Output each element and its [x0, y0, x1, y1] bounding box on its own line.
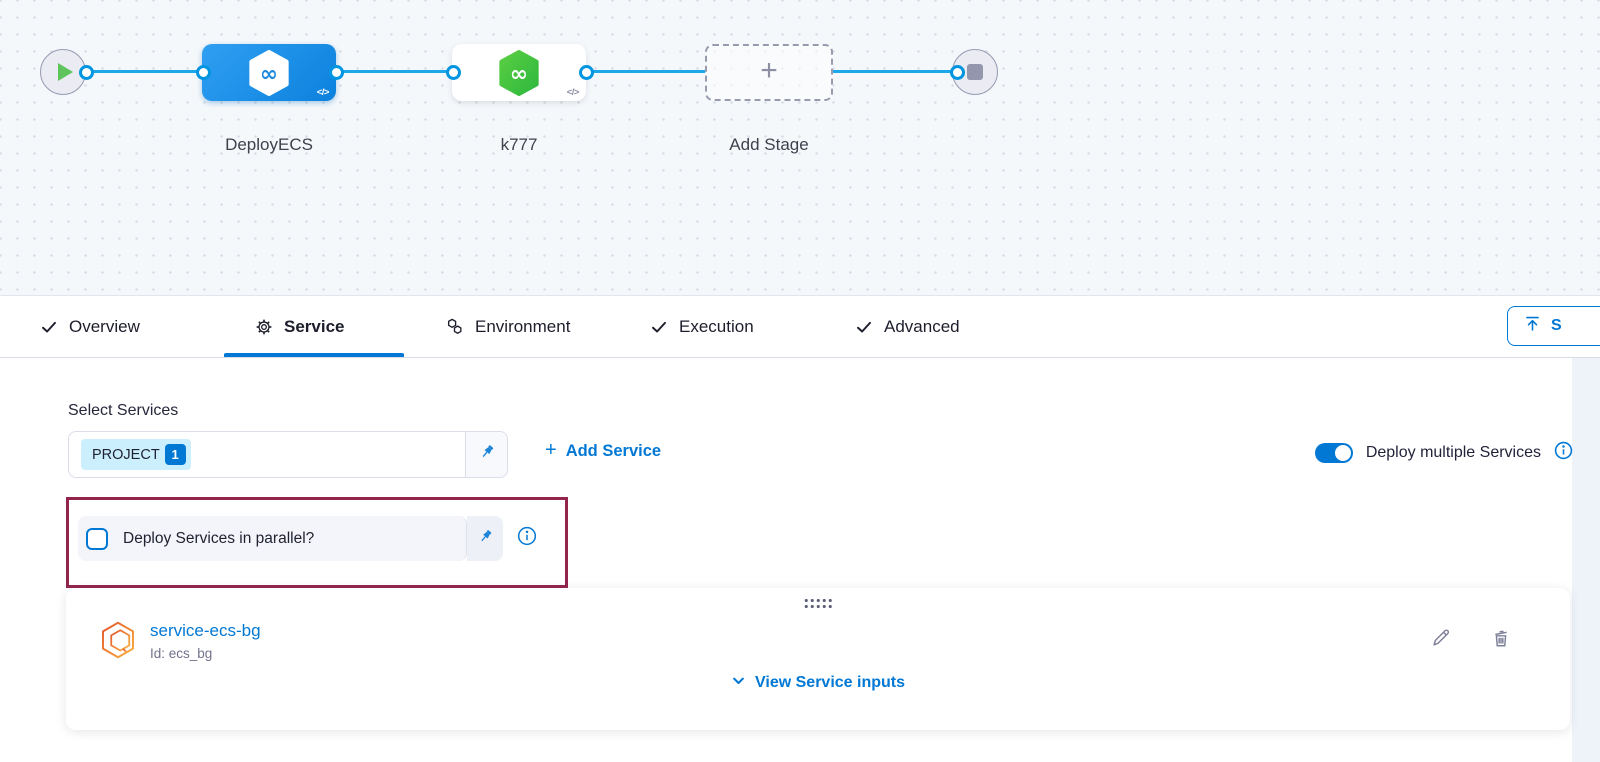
deploy-parallel-checkbox[interactable]	[86, 527, 108, 550]
connector-port[interactable]	[579, 65, 594, 80]
project-tag-count-badge: 1	[164, 444, 186, 465]
upload-icon	[1523, 314, 1542, 338]
flow-line	[832, 70, 958, 73]
delete-service-button[interactable]	[1490, 627, 1512, 654]
plus-icon: +	[545, 439, 557, 461]
connector-port[interactable]	[950, 65, 965, 80]
connector-port[interactable]	[196, 65, 211, 80]
add-stage-label: Add Stage	[729, 135, 809, 154]
environment-icon	[445, 317, 464, 336]
stage-label-k777: k777	[500, 135, 538, 154]
deploy-multiple-row: Deploy multiple Services	[1314, 441, 1573, 465]
deploy-parallel-row: Deploy Services in parallel?	[78, 516, 503, 561]
pipeline-canvas: ∞ </> ∞ </> +	[0, 0, 1600, 296]
check-icon	[855, 318, 873, 336]
add-stage-button[interactable]: +	[705, 44, 833, 101]
chevron-down-icon	[731, 673, 746, 693]
tab-execution[interactable]: Execution	[650, 296, 754, 357]
service-tab-panel: Select Services PROJECT 1 + Add Service	[0, 358, 1600, 762]
active-tab-indicator	[224, 353, 404, 357]
harness-stage-icon: ∞	[248, 49, 290, 96]
tab-advanced[interactable]: Advanced	[855, 296, 960, 357]
stage-tabbar: Overview Service Environment	[0, 296, 1600, 358]
stop-icon	[967, 64, 983, 80]
info-icon[interactable]	[1554, 441, 1573, 465]
view-inputs-label: View Service inputs	[755, 674, 905, 691]
service-hexagon-icon	[100, 620, 136, 665]
save-button[interactable]: S	[1507, 306, 1600, 346]
service-id-text: Id: ecs_bg	[150, 646, 213, 661]
drag-handle[interactable]	[804, 599, 832, 608]
service-card: service-ecs-bg Id: ecs_bg View Service i…	[66, 588, 1570, 730]
connector-port[interactable]	[446, 65, 461, 80]
pushpin-icon	[477, 528, 494, 550]
save-button-label: S	[1551, 317, 1562, 334]
plus-icon: +	[760, 54, 778, 87]
info-icon[interactable]	[517, 526, 537, 551]
flow-line	[336, 70, 454, 73]
svg-text:∞: ∞	[260, 61, 278, 86]
select-services-label: Select Services	[68, 402, 179, 419]
tab-label: Execution	[679, 316, 754, 336]
connector-port[interactable]	[329, 65, 344, 80]
deploy-parallel-label: Deploy Services in parallel?	[123, 529, 315, 547]
tab-environment[interactable]: Environment	[445, 296, 570, 357]
tab-overview[interactable]: Overview	[40, 296, 140, 357]
add-service-button[interactable]: + Add Service	[545, 439, 662, 462]
tab-service[interactable]: Service	[255, 296, 345, 357]
code-view-icon[interactable]: </>	[566, 87, 580, 98]
tab-label: Overview	[69, 316, 140, 336]
deploy-multiple-label: Deploy multiple Services	[1365, 444, 1541, 461]
pipeline-start-node[interactable]	[40, 49, 86, 95]
services-input[interactable]: PROJECT 1	[68, 431, 508, 478]
toggle-knob	[1334, 445, 1351, 461]
pin-button[interactable]	[467, 516, 503, 561]
tab-label: Service	[284, 316, 345, 336]
panel-edge	[1572, 358, 1600, 762]
service-name-link[interactable]: service-ecs-bg	[150, 621, 261, 640]
project-tag-label: PROJECT	[92, 446, 160, 463]
svg-text:∞: ∞	[510, 61, 528, 86]
deploy-parallel-field: Deploy Services in parallel?	[78, 516, 467, 561]
annotation-highlight-box	[66, 497, 568, 588]
add-service-label: Add Service	[565, 442, 662, 460]
services-input-field[interactable]: PROJECT 1	[69, 432, 465, 477]
edit-service-button[interactable]	[1430, 627, 1452, 654]
play-icon	[57, 63, 73, 81]
tab-label: Environment	[475, 316, 571, 336]
flow-line	[86, 70, 204, 73]
project-tag[interactable]: PROJECT 1	[81, 439, 191, 470]
deploy-multiple-toggle[interactable]	[1314, 443, 1353, 463]
harness-stage-icon: ∞	[498, 49, 540, 96]
connector-port[interactable]	[79, 65, 94, 80]
gear-icon	[255, 318, 273, 336]
tab-label: Advanced	[884, 316, 960, 336]
stage-node-k777[interactable]: ∞ </>	[452, 44, 586, 101]
pushpin-icon	[478, 443, 496, 466]
view-service-inputs-link[interactable]: View Service inputs	[731, 673, 905, 693]
check-icon	[650, 318, 668, 336]
check-icon	[40, 318, 58, 336]
stage-node-deployecs[interactable]: ∞ </>	[202, 44, 336, 101]
flow-line	[586, 70, 706, 73]
code-view-icon[interactable]: </>	[316, 87, 330, 98]
pin-button[interactable]	[465, 432, 507, 477]
stage-label-deployecs: DeployECS	[225, 135, 313, 154]
